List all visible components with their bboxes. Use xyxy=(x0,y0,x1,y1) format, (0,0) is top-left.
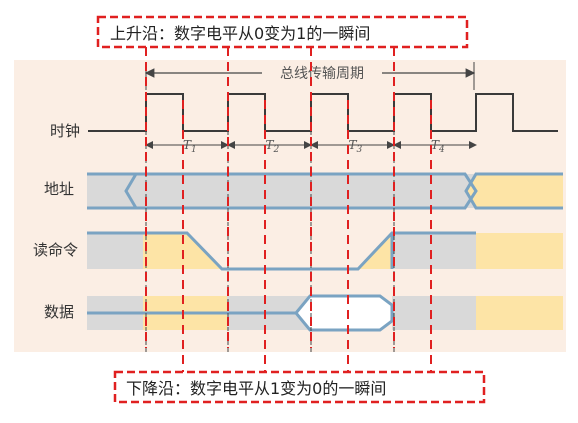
falling-edge-callout-text: 下降沿：数字电平从1变为0的一瞬间 xyxy=(126,379,386,398)
clock-waveform xyxy=(88,93,558,132)
data-bus-gray-end xyxy=(392,296,476,330)
bus-cycle-label: 总线传输周期 xyxy=(280,66,364,82)
data-bus-line xyxy=(87,294,394,332)
falling-edge-callout-box xyxy=(113,370,486,404)
read-bus-yellow-next xyxy=(476,233,563,269)
address-bus-line-top xyxy=(87,172,478,210)
signal-label-clock: 时钟 xyxy=(50,122,80,140)
rising-edge-callout-text: 上升沿：数字电平从0变为1的一瞬间 xyxy=(110,24,370,43)
rising-edge-callout-box xyxy=(96,15,469,49)
signal-label-address: 地址 xyxy=(44,180,74,198)
read-bus-gray-start xyxy=(87,233,143,269)
data-bus-yellow-next xyxy=(476,296,563,330)
signal-label-data: 数据 xyxy=(44,303,74,321)
address-bus-line-next xyxy=(464,172,563,210)
address-bus-fill-gray xyxy=(87,174,477,208)
read-bus-gray-end xyxy=(392,233,476,269)
address-bus-fill-yellow xyxy=(466,174,563,208)
signal-label-read-command: 读命令 xyxy=(33,241,78,259)
read-bus-line xyxy=(87,231,476,271)
data-bus-valid-window xyxy=(296,296,392,330)
